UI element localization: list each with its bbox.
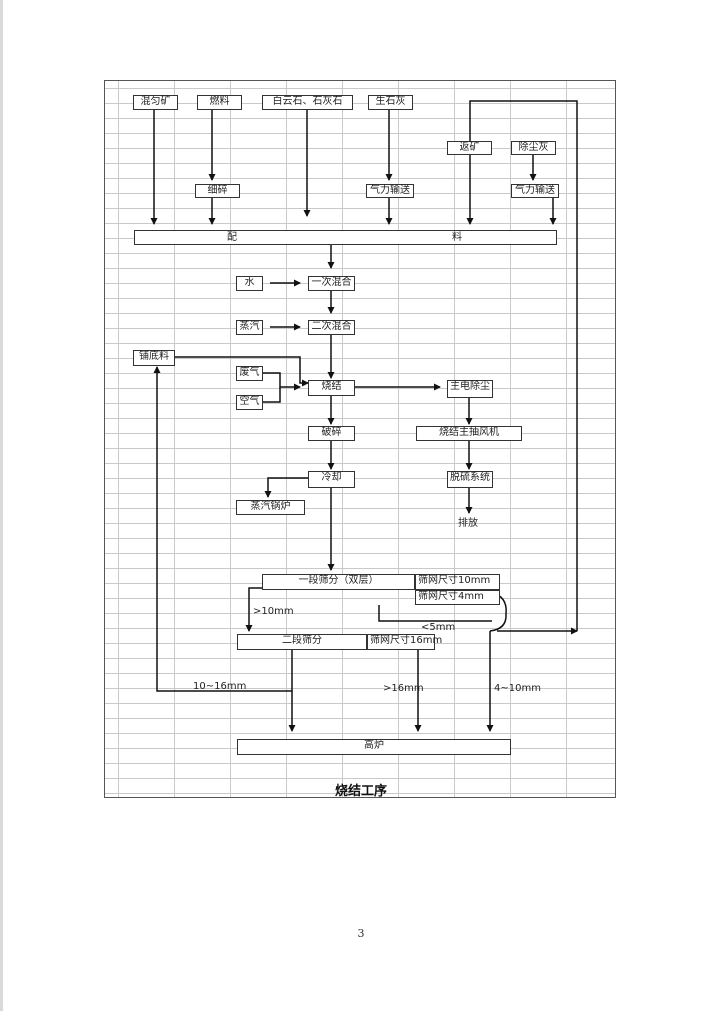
- range-10-16-label: 10~16mm: [193, 681, 247, 692]
- range-4-10-label: 4~10mm: [494, 683, 541, 694]
- gt10-label: >10mm: [253, 606, 294, 617]
- page-edge: [0, 0, 3, 1011]
- arrow-10-16-hearth: [153, 366, 293, 692]
- page-number: 3: [357, 927, 365, 940]
- steam-boiler-box: 蒸汽锅炉: [236, 500, 305, 515]
- secondary-mix-box: 二次混合: [308, 320, 355, 335]
- steam-box: 蒸汽: [236, 320, 263, 335]
- desulfurization-box: 脱硫系统: [447, 471, 493, 488]
- cooling-box: 冷却: [308, 471, 355, 488]
- crushing2-box: 破碎: [308, 426, 355, 441]
- batching-label-left: 配: [227, 232, 237, 243]
- quicklime-box: 生石灰: [368, 95, 413, 110]
- lt5-label: <5mm: [421, 622, 456, 633]
- dolomite-limestone-box: 白云石、石灰石: [262, 95, 353, 110]
- batching-bar: 配 料: [134, 230, 557, 245]
- water-box: 水: [236, 276, 263, 291]
- crushing-box: 细碎: [195, 184, 240, 198]
- flowchart-frame: [104, 80, 616, 798]
- line-lt5: [378, 605, 492, 622]
- screen1-lower-size: 筛网尺寸4mm: [415, 590, 500, 605]
- blast-furnace-box: 高炉: [237, 739, 511, 755]
- screen1-box: 一段筛分（双层）: [262, 574, 415, 590]
- screen1-upper-size: 筛网尺寸10mm: [415, 574, 500, 590]
- pneumatic-box-2: 气力输送: [511, 184, 559, 198]
- dust-removal-box: 主电除尘: [447, 380, 493, 398]
- arrow-cool-boiler: [264, 477, 308, 498]
- arrow-hearth-sinter: [175, 356, 309, 387]
- hearth-layer-box: 铺底料: [133, 350, 175, 366]
- dust-ash-box: 除尘灰: [511, 141, 556, 155]
- discharge-label: 排放: [458, 518, 478, 529]
- batching-label-right: 料: [452, 232, 462, 243]
- arrow-gas-sinter: [263, 372, 301, 391]
- sintering-box: 烧结: [308, 380, 355, 396]
- air-box: 空气: [236, 395, 263, 410]
- arrow-gt10-screen2: [245, 587, 262, 632]
- arrow-air-sinter: [263, 387, 281, 403]
- return-ore-loop: [469, 100, 578, 631]
- pneumatic-box-1: 气力输送: [366, 184, 414, 198]
- primary-mix-box: 一次混合: [308, 276, 355, 291]
- gt16-label: >16mm: [383, 683, 424, 694]
- waste-gas-box: 废气: [236, 366, 263, 381]
- main-fan-box: 烧结主抽风机: [416, 426, 522, 441]
- fuel-box: 燃料: [197, 95, 242, 110]
- return-ore-box: 返矿: [447, 141, 492, 155]
- screen2-size: 筛网尺寸16mm: [367, 634, 442, 650]
- figure-caption: 烧结工序: [334, 784, 387, 799]
- mixed-ore-box: 混匀矿: [133, 95, 178, 110]
- screen2-box: 二段筛分: [237, 634, 367, 650]
